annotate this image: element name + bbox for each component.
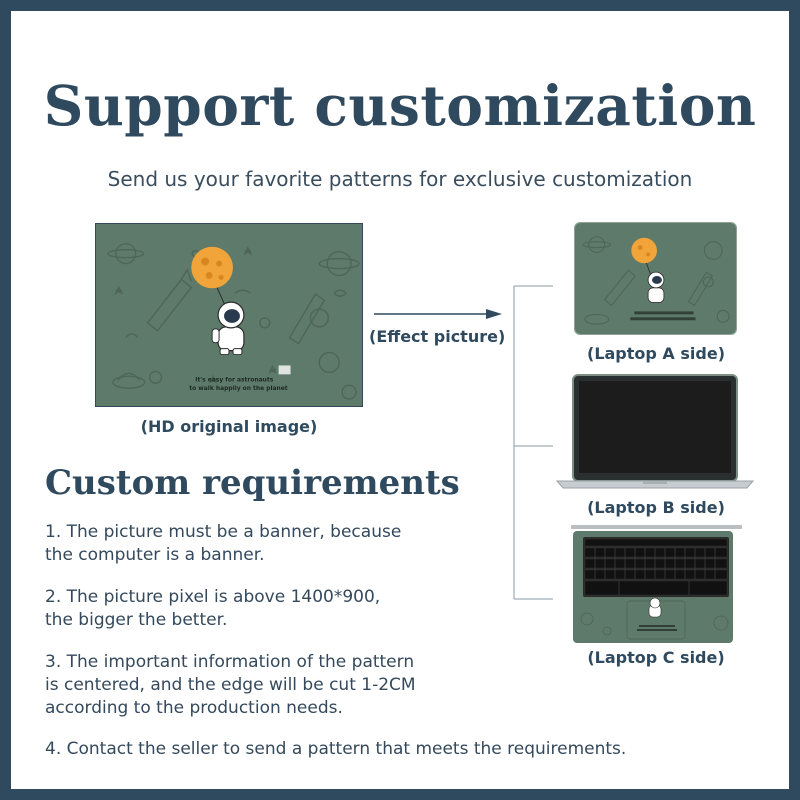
laptop-a-label: (Laptop A side) <box>587 344 725 363</box>
requirement-3: 3. The important information of the patt… <box>45 652 416 718</box>
requirement-1: 1. The picture must be a banner, because… <box>45 522 402 565</box>
page-subtitle: Send us your favorite patterns for exclu… <box>107 167 693 191</box>
laptop-c-keyboard <box>571 525 742 643</box>
laptop-b-label: (Laptop B side) <box>587 498 725 517</box>
effect-picture-label: (Effect picture) <box>369 327 506 346</box>
requirement-2: 2. The picture pixel is above 1400*900, … <box>45 587 381 630</box>
original-image-text-2: to walk happily on the planet <box>189 385 288 392</box>
moon-balloon <box>191 246 233 289</box>
bracket-connector <box>513 285 553 600</box>
hd-original-caption: (HD original image) <box>140 417 318 436</box>
original-image-text-1: It's easy for astronauts <box>195 376 273 383</box>
hd-original-image: It's easy for astronauts to walk happily… <box>95 223 363 407</box>
laptop-b-screen <box>555 374 755 489</box>
astronaut <box>211 301 245 356</box>
requirements-heading: Custom requirements <box>45 463 460 503</box>
doodle-pattern <box>107 243 360 400</box>
requirement-4: 4. Contact the seller to send a pattern … <box>45 739 627 759</box>
page-title: Support customization <box>43 73 757 138</box>
laptop-a-lid <box>574 222 737 335</box>
effect-arrow <box>374 309 502 319</box>
laptop-c-label: (Laptop C side) <box>587 648 725 667</box>
